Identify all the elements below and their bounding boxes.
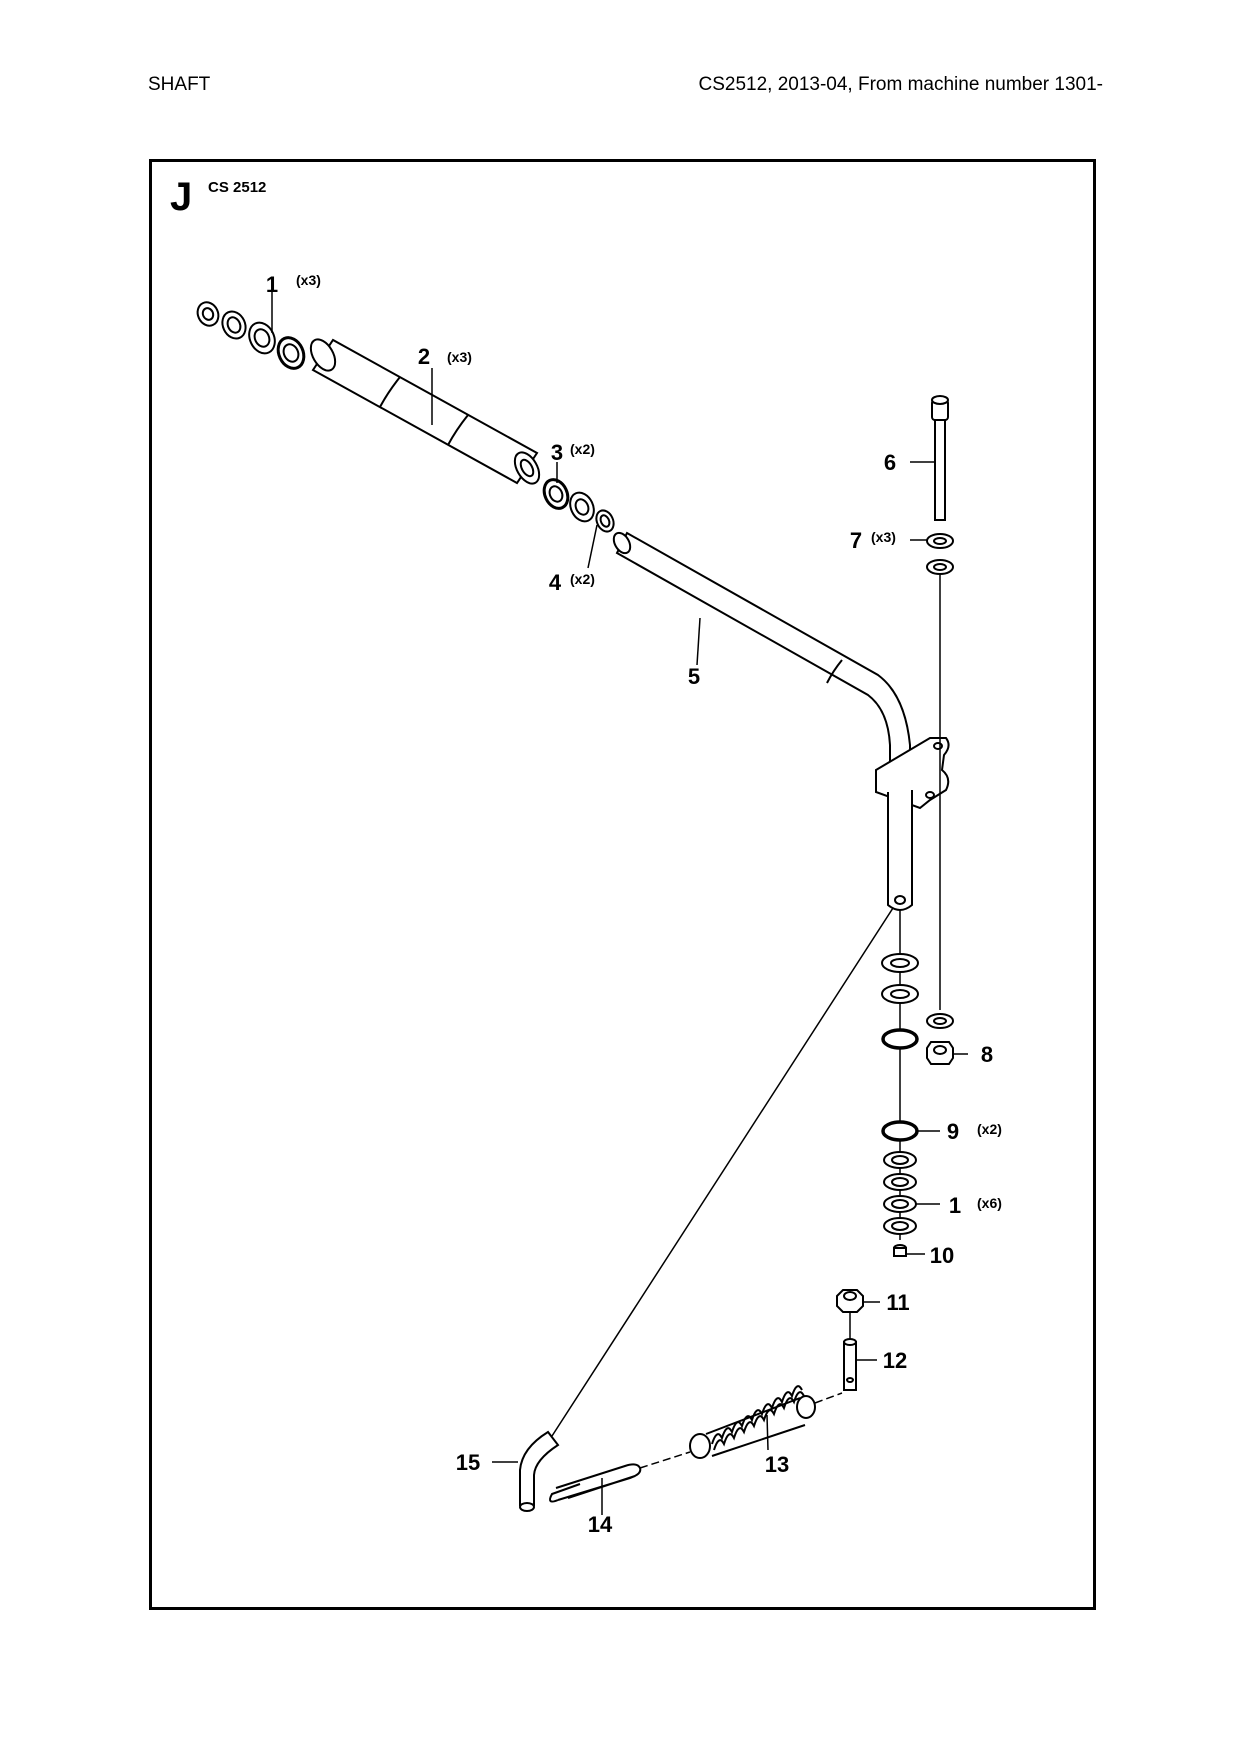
callout-3-qty: (x2) — [570, 441, 595, 457]
sleeve-part-2 — [309, 338, 541, 485]
link-hook-parts-14-15 — [519, 907, 894, 1512]
callout-9: 9 — [947, 1119, 959, 1144]
section-letter: J — [170, 175, 192, 219]
callout-6: 6 — [884, 450, 896, 475]
callout-7: 7 — [850, 528, 862, 553]
page-title: SHAFT — [148, 74, 211, 95]
callout-1-bottom-qty: (x6) — [977, 1195, 1002, 1211]
machine-info: CS2512, 2013-04, From machine number 130… — [698, 74, 1103, 95]
leader-lines — [271, 290, 968, 1515]
washer-group-top — [196, 301, 306, 370]
callout-10: 10 — [930, 1243, 954, 1268]
callout-4: 4 — [549, 570, 562, 595]
callout-7-qty: (x3) — [871, 529, 896, 545]
callout-1-top: 1 — [266, 272, 278, 297]
callout-4-qty: (x2) — [570, 571, 595, 587]
callout-14: 14 — [588, 1512, 613, 1537]
model-label: CS 2512 — [208, 179, 266, 196]
bent-shaft-part-5 — [612, 531, 950, 911]
callout-2: 2 — [418, 344, 430, 369]
callout-11: 11 — [886, 1290, 909, 1315]
callout-2-qty: (x3) — [447, 349, 472, 365]
callout-8: 8 — [981, 1042, 993, 1067]
callout-3: 3 — [551, 440, 563, 465]
callout-9-qty: (x2) — [977, 1121, 1002, 1137]
bolt-part-6 — [926, 395, 954, 1065]
washer-stack-lower — [881, 910, 919, 1257]
spring-part-13 — [639, 1385, 843, 1469]
bearing-parts-3-4 — [542, 478, 615, 533]
callout-1-bottom: 1 — [949, 1193, 961, 1218]
diagram-frame — [149, 159, 1096, 1610]
bolt-pin-parts-11-12 — [836, 1289, 864, 1391]
callout-13: 13 — [765, 1452, 789, 1477]
callout-1-top-qty: (x3) — [296, 272, 321, 288]
callout-12: 12 — [883, 1348, 907, 1373]
callout-15: 15 — [456, 1450, 480, 1475]
callout-5: 5 — [688, 664, 700, 689]
